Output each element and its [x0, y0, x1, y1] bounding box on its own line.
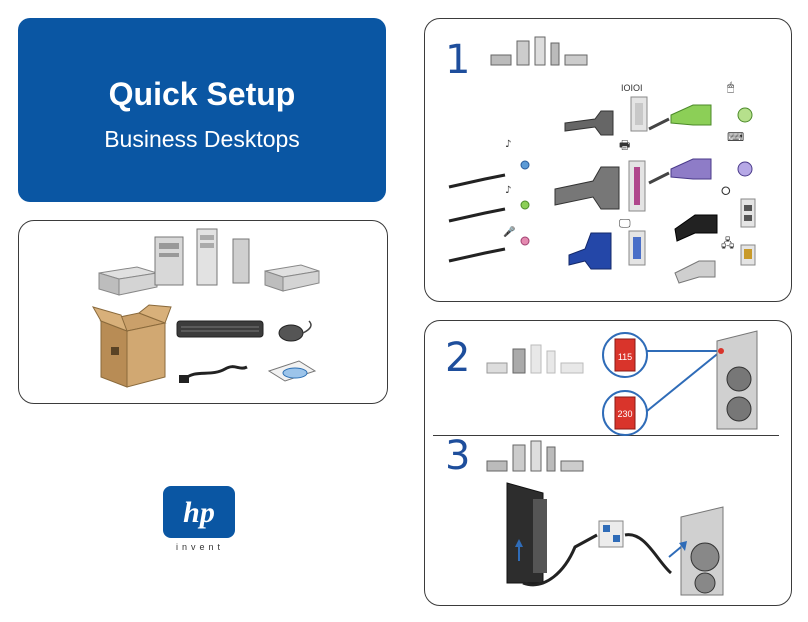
microphone-icon: 🎤	[448, 225, 530, 263]
vga-connector-icon	[568, 230, 646, 270]
mouse-icon	[278, 320, 312, 342]
network-connector-icon	[674, 244, 756, 284]
usb-icon: ⭘	[721, 184, 731, 198]
box-contents-illustration	[91, 228, 320, 388]
svg-text:♪: ♪	[505, 185, 511, 196]
voltage-230-label: 230	[617, 409, 632, 419]
desktop-ultraslim-icon	[232, 238, 250, 284]
monitor-rear-icon	[506, 482, 547, 584]
step1-illustration: IOIOI 🖶 🖵 ♪ ♪	[448, 36, 756, 284]
computer-rear-chassis-icon	[680, 506, 724, 596]
voltage-switch-115-icon: 115	[602, 332, 648, 378]
step2-number: 2	[445, 335, 471, 381]
power-cord-icon	[179, 365, 248, 383]
shipping-box-icon	[91, 304, 172, 388]
box-contents-panel	[18, 220, 388, 404]
step2-step3-illustration: 115 230	[486, 330, 758, 596]
ps2-mouse-connector-icon	[648, 104, 753, 131]
title-banner: Quick Setup Business Desktops	[18, 18, 386, 202]
keyboard-port-icon: ⌨	[727, 130, 744, 144]
step3-number: 3	[445, 433, 471, 479]
serial-port-label: IOIOI	[621, 83, 643, 93]
desktop-tower-icon	[196, 228, 218, 286]
voltage-115-label: 115	[618, 352, 632, 362]
desktop-flat-icon	[264, 264, 320, 292]
wall-outlet-icon	[598, 520, 624, 548]
arrow-right-icon	[668, 546, 682, 558]
usb-connector-icon	[674, 198, 756, 242]
step1-number: 1	[445, 37, 471, 83]
hp-logo: hp	[163, 486, 235, 538]
desktop-sff-icon	[98, 266, 158, 296]
printer-icon: 🖶	[619, 138, 630, 152]
step-divider	[433, 435, 779, 436]
title-main: Quick Setup	[108, 76, 296, 112]
voltage-switch-230-icon: 230	[602, 390, 648, 436]
line-out-icon: ♪	[448, 139, 530, 189]
monitor-icon: 🖵	[619, 216, 631, 230]
hp-tagline: invent	[175, 542, 225, 552]
computer-rear-chassis-icon	[716, 330, 758, 430]
computers-row-icon	[490, 36, 588, 66]
line-in-icon: ♪	[448, 185, 530, 223]
power-cable-icon	[624, 533, 673, 575]
parallel-connector-icon	[554, 160, 646, 212]
step1-panel: 1 IOIOI 🖶 🖵	[424, 18, 792, 302]
mouse-port-icon: 🖱	[727, 80, 734, 94]
keyboard-icon	[176, 320, 264, 338]
power-cable-icon	[522, 533, 598, 587]
computers-row-icon	[486, 440, 584, 472]
svg-text:🎤: 🎤	[503, 225, 516, 238]
network-icon: 🖧	[721, 236, 734, 250]
ps2-keyboard-connector-icon	[648, 158, 753, 185]
title-sub: Business Desktops	[104, 126, 300, 152]
desktop-minitower-icon	[154, 236, 184, 286]
serial-connector-icon	[564, 96, 648, 136]
hp-logo-mark: hp	[183, 496, 215, 529]
step2-step3-panel: 2 3 115 230	[424, 320, 792, 606]
documentation-cd-icon	[267, 360, 317, 382]
computers-row-icon	[486, 344, 584, 374]
svg-text:♪: ♪	[505, 139, 511, 150]
